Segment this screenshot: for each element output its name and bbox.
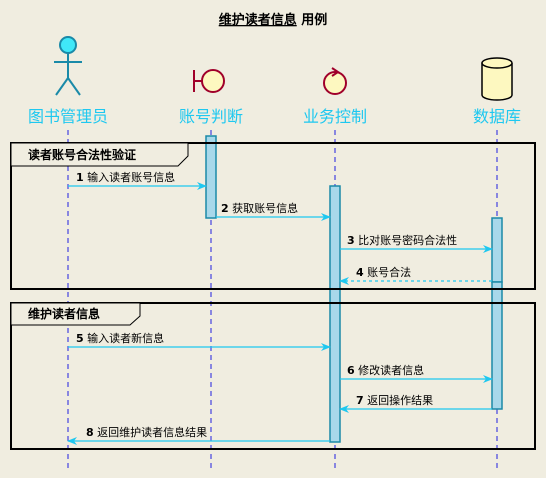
message-4-text: 账号合法 [367, 265, 411, 279]
diagram-title: 维护读者信息 用例 [219, 12, 328, 28]
activation-database-2 [491, 281, 503, 410]
group-label-maintain-info: 维护读者信息 [28, 306, 100, 321]
message-1: 1 输入读者账号信息 [68, 170, 207, 190]
message-5-text: 输入读者新信息 [87, 331, 164, 345]
message-7: 7 返回操作结果 [339, 393, 492, 413]
message-6: 6 修改读者信息 [340, 363, 493, 383]
message-4-number: 4 [356, 266, 364, 279]
activation-account-check [205, 135, 217, 219]
message-3: 3 比对账号密码合法性 [340, 233, 493, 253]
participant-label-librarian: 图书管理员 [28, 107, 108, 126]
message-1-text: 输入读者账号信息 [87, 170, 175, 184]
message-8-label: 8 返回维护读者信息结果 [86, 425, 207, 439]
message-5: 5 输入读者新信息 [68, 331, 331, 351]
database-icon [481, 57, 513, 101]
message-1-label: 1 输入读者账号信息 [76, 170, 175, 184]
activation-business-control [329, 185, 341, 443]
message-4: 4 账号合法 [339, 265, 492, 285]
message-2-text: 获取账号信息 [232, 201, 298, 215]
title-rest: 用例 [297, 12, 328, 28]
message-8-number: 8 [86, 426, 94, 439]
message-6-label: 6 修改读者信息 [347, 363, 424, 377]
message-8-text: 返回维护读者信息结果 [97, 425, 207, 439]
message-6-number: 6 [347, 364, 355, 377]
message-8: 8 返回维护读者信息结果 [67, 425, 330, 445]
message-6-text: 修改读者信息 [358, 363, 424, 377]
boundary-icon [193, 69, 225, 93]
activation-database-1 [491, 217, 503, 283]
message-3-text: 比对账号密码合法性 [358, 233, 457, 247]
control-icon [323, 67, 347, 95]
message-2-number: 2 [221, 202, 229, 215]
participant-label-business-control: 业务控制 [303, 107, 367, 126]
group-frame-account-validation: 读者账号合法性验证 [10, 142, 536, 290]
message-7-text: 返回操作结果 [367, 393, 433, 407]
message-3-label: 3 比对账号密码合法性 [347, 233, 457, 247]
group-frame-maintain-info: 维护读者信息 [10, 302, 536, 450]
actor-icon [54, 36, 82, 96]
message-5-number: 5 [76, 332, 84, 345]
participant-label-database: 数据库 [473, 107, 521, 126]
message-7-number: 7 [356, 394, 364, 407]
participant-label-account-check: 账号判断 [179, 107, 243, 126]
message-4-label: 4 账号合法 [356, 265, 411, 279]
message-1-number: 1 [76, 171, 84, 184]
title-underlined: 维护读者信息 [219, 12, 297, 28]
message-5-label: 5 输入读者新信息 [76, 331, 164, 345]
message-2: 2 获取账号信息 [216, 201, 331, 221]
message-2-label: 2 获取账号信息 [221, 201, 298, 215]
message-7-label: 7 返回操作结果 [356, 393, 433, 407]
group-label-account-validation: 读者账号合法性验证 [28, 147, 136, 162]
message-3-number: 3 [347, 234, 355, 247]
